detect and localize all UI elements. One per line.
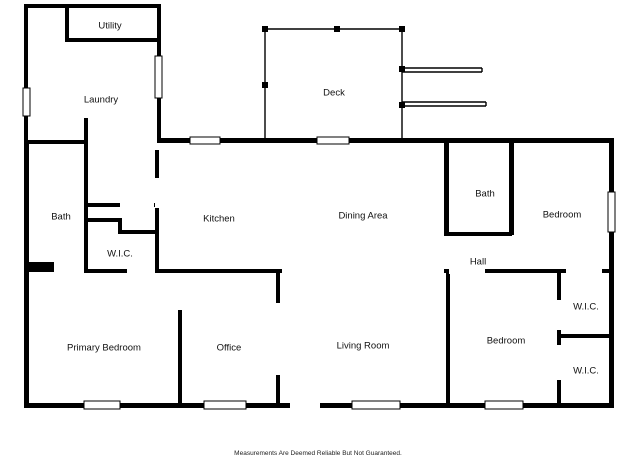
label-wic-right-bottom: W.I.C. [573,366,599,377]
label-deck: Deck [323,88,345,99]
label-laundry: Laundry [84,95,119,106]
footer-disclaimer: Measurements Are Deemed Reliable But Not… [234,450,402,457]
label-kitchen: Kitchen [203,214,235,225]
label-bedroom-bottom: Bedroom [487,336,526,347]
label-wic-left: W.I.C. [107,249,133,260]
label-office: Office [217,343,242,354]
room-labels: Utility Laundry Deck Bath W.I.C. Kitchen… [51,21,599,377]
label-hall: Hall [470,257,486,268]
deck-outline [262,26,487,138]
label-wic-right-top: W.I.C. [573,302,599,313]
label-bedroom-top: Bedroom [543,210,582,221]
windows [22,55,616,410]
label-utility: Utility [98,21,121,32]
interior-walls [28,8,609,405]
door-openings [54,178,602,409]
label-primary-bedroom: Primary Bedroom [67,343,141,354]
label-bath-left: Bath [51,212,71,223]
label-dining-area: Dining Area [338,211,388,222]
label-living-room: Living Room [337,341,390,352]
label-bath-right: Bath [475,189,495,200]
